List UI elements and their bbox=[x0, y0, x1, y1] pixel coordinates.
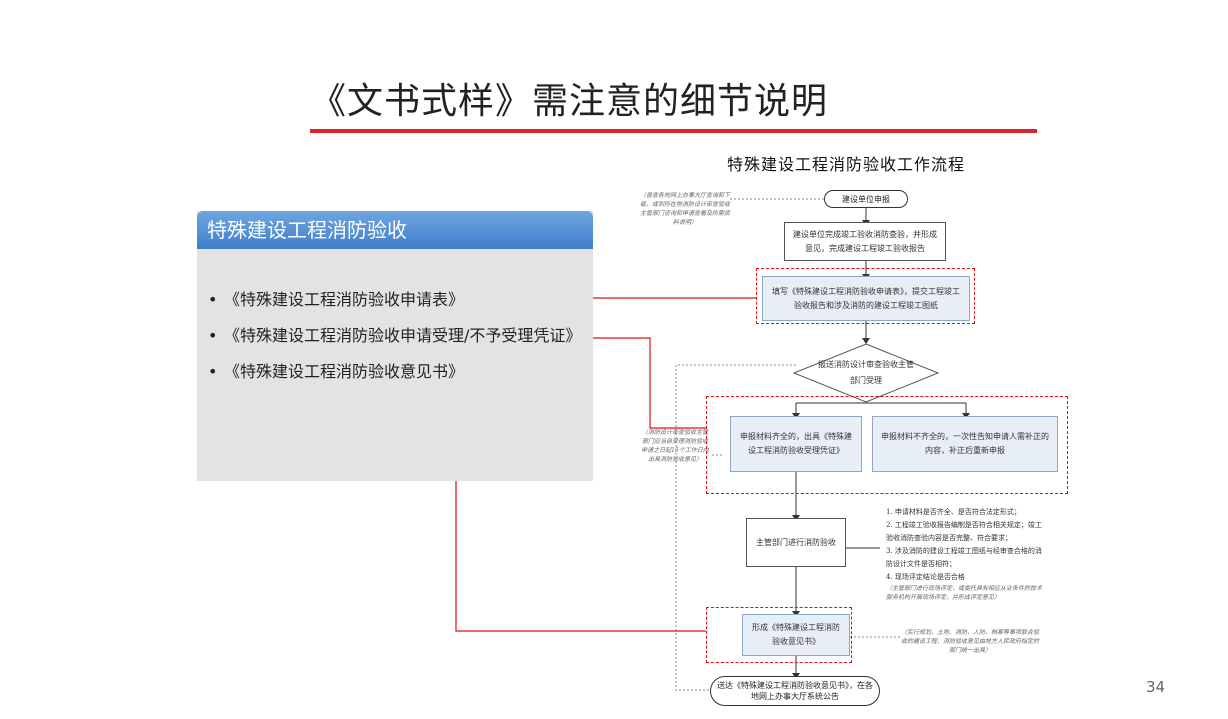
title-underline bbox=[310, 129, 1037, 133]
note-deadline: （消防设计审查验收主管部门应当自受理消防验收申请之日起15个工作日内出具消防验收… bbox=[641, 429, 709, 463]
step-application: 填写《特殊建设工程消防验收申请表》，提交工程竣工验收报告和涉及消防的建设工程竣工… bbox=[762, 276, 970, 321]
list-item-text: 《特殊建设工程消防验收意见书》 bbox=[224, 362, 465, 381]
criteria-item: 2. 工程竣工验收报告编制是否符合相关规定；竣工验收消防查验内容是否完整、符合要… bbox=[886, 521, 1042, 542]
bullet-icon: • bbox=[208, 326, 218, 345]
start-node: 建设单位申报 bbox=[824, 190, 908, 208]
criteria-item: 4. 现场评定结论是否合格 bbox=[886, 573, 965, 581]
note-joint-acceptance: （实行规划、土地、消防、人防、档案等事项联合验收的建设工程，消防验收意见由地方人… bbox=[900, 629, 1039, 654]
info-panel bbox=[197, 211, 593, 481]
list-item: • 《特殊建设工程消防验收申请表》 bbox=[208, 282, 588, 318]
note-download: （普查各地网上办事大厅查询和下载，或到所在地消防设计审查验收主管部门咨询和申请查… bbox=[640, 192, 731, 226]
page-number: 34 bbox=[1146, 678, 1166, 696]
bullet-icon: • bbox=[208, 362, 218, 381]
inspection-node: 主管部门进行消防验收 bbox=[746, 518, 846, 567]
result-node: 形成《特殊建设工程消防验收意见书》 bbox=[742, 614, 850, 656]
reject-node: 申报材料不齐全的，一次性告知申请人需补正的内容，补正后重新申报 bbox=[872, 416, 1058, 472]
flowchart-title: 特殊建设工程消防验收工作流程 bbox=[727, 155, 966, 174]
panel-header: 特殊建设工程消防验收 bbox=[197, 211, 593, 249]
slide-title: 《文书式样》需注意的细节说明 bbox=[310, 81, 829, 122]
highlight-application bbox=[756, 268, 975, 324]
list-item: • 《特殊建设工程消防验收意见书》 bbox=[208, 354, 588, 390]
accept-node: 申报材料齐全的，出具《特殊建设工程消防验收受理凭证》 bbox=[730, 416, 862, 472]
step-completion: 建设单位完成竣工验收消防查验，并形成意见，完成建设工程竣工验收报告 bbox=[784, 222, 946, 261]
end-node: 送达《特殊建设工程消防验收意见书》，在各地网上办事大厅系统公告 bbox=[710, 676, 880, 706]
criteria-note: （主管部门进行现场评定，或委托具有相应从业条件的技术服务机构开展现场评定，并形成… bbox=[886, 585, 1043, 601]
highlight-acceptance bbox=[706, 396, 1068, 494]
decision-diamond bbox=[792, 343, 940, 403]
criteria-item: 1. 申请材料是否齐全、是否符合法定形式； bbox=[886, 508, 1021, 516]
highlight-opinion bbox=[706, 607, 852, 663]
list-item-text: 《特殊建设工程消防验收申请表》 bbox=[224, 290, 465, 309]
arrow-head bbox=[862, 338, 870, 344]
list-item-text: 《特殊建设工程消防验收申请受理/不予受理凭证》 bbox=[224, 326, 582, 345]
inspection-criteria: 1. 申请材料是否齐全、是否符合法定形式； 2. 工程竣工验收报告编制是否符合相… bbox=[886, 506, 1046, 602]
callout-line bbox=[593, 337, 706, 429]
list-item: • 《特殊建设工程消防验收申请受理/不予受理凭证》 bbox=[208, 318, 588, 354]
document-list: • 《特殊建设工程消防验收申请表》 • 《特殊建设工程消防验收申请受理/不予受理… bbox=[208, 282, 588, 390]
criteria-item: 3. 涉及消防的建设工程竣工图纸与经审查合格的消防设计文件是否相符； bbox=[886, 547, 1042, 568]
bullet-icon: • bbox=[208, 290, 218, 309]
callout-line bbox=[455, 481, 706, 632]
note-connector bbox=[675, 364, 796, 691]
decision-text: 报送消防设计审查验收主管部门受理 bbox=[818, 360, 914, 385]
